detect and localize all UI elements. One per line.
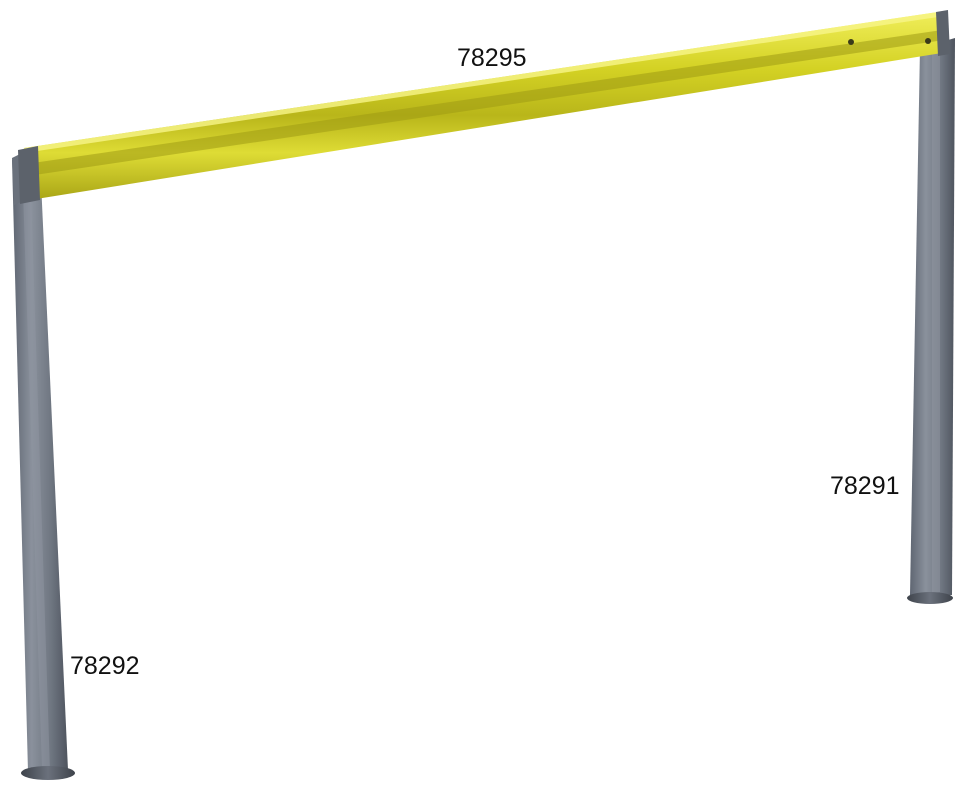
left-post-base-plate <box>21 766 75 780</box>
rail-end-cap-left <box>18 146 40 204</box>
top-rail <box>18 10 950 204</box>
bolt-hole <box>848 39 854 45</box>
right-post-part-number-label: 78291 <box>830 472 900 500</box>
left-post <box>12 152 75 780</box>
left-post-part-number-label: 78292 <box>70 652 140 680</box>
right-post <box>907 38 955 604</box>
rail-end-cap-right <box>936 10 950 56</box>
bolt-hole <box>925 38 931 44</box>
rail-part-number-label: 78295 <box>457 44 527 72</box>
right-post-base-plate <box>907 592 953 604</box>
